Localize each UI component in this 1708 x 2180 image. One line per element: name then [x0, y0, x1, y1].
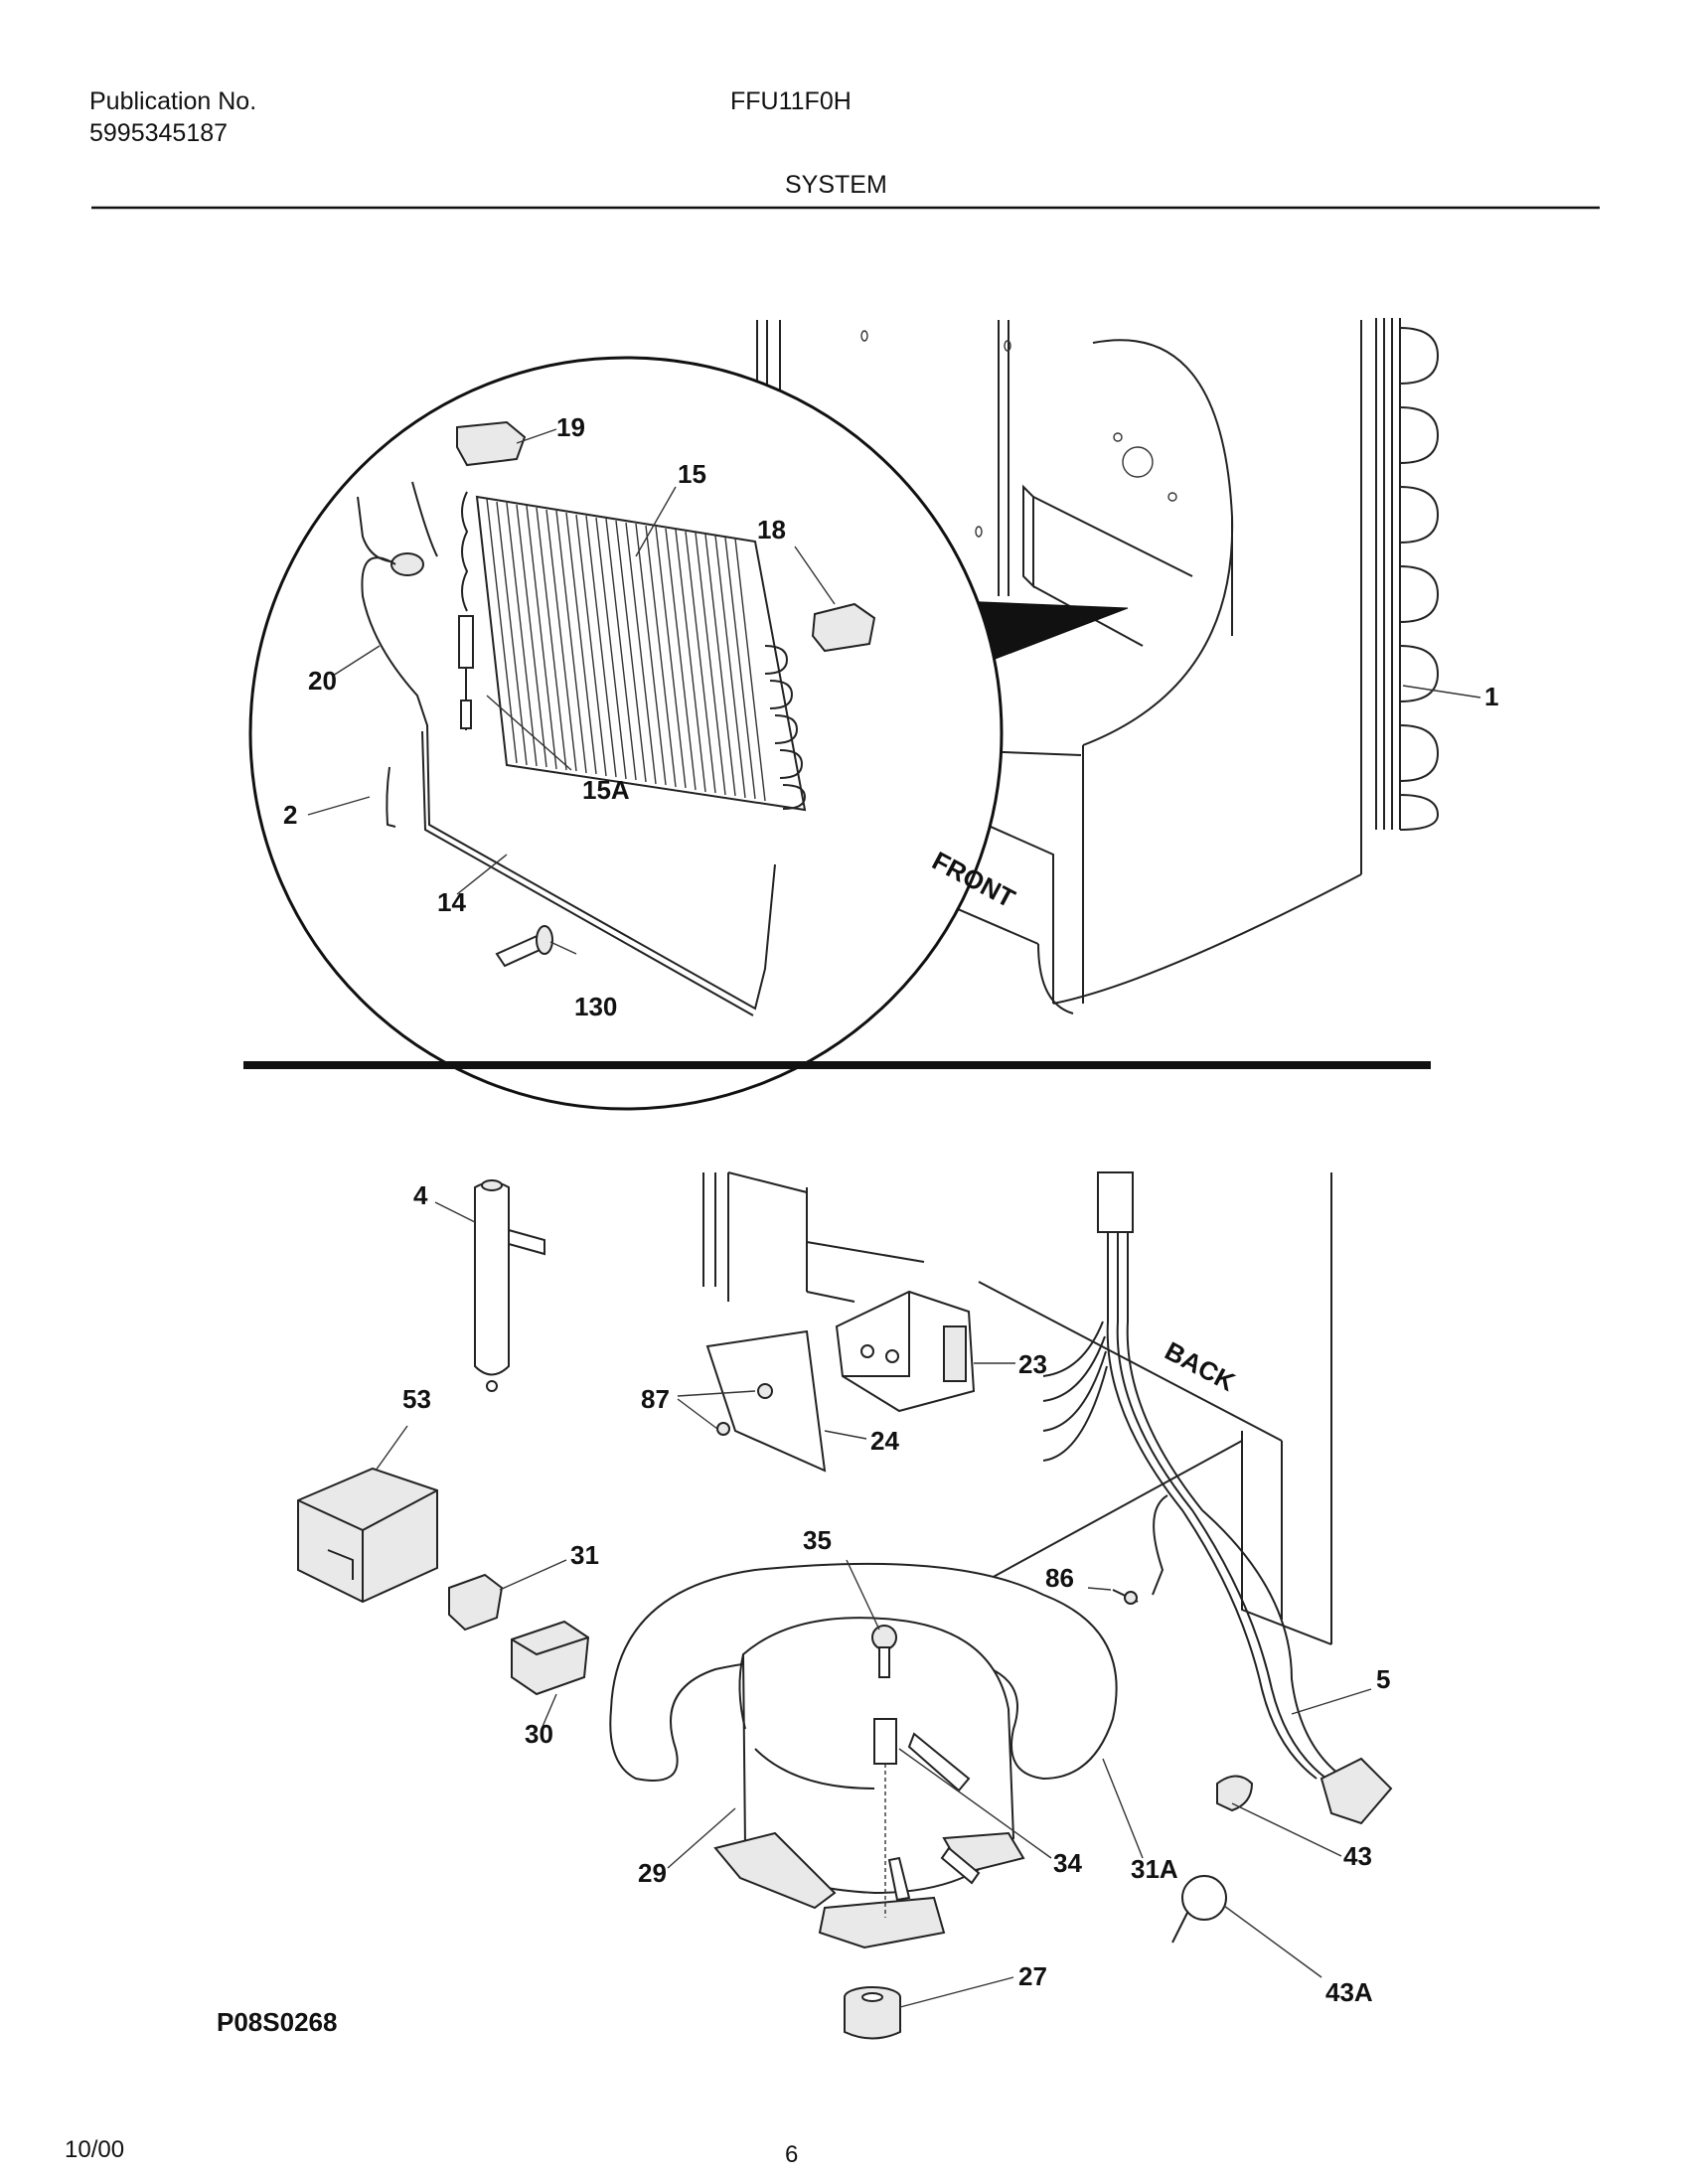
callout-86: 86: [1045, 1563, 1074, 1593]
leader-31: [499, 1559, 567, 1591]
callout-30: 30: [525, 1719, 553, 1749]
defrost-thermostat-15a: [458, 615, 474, 730]
leader-34: [898, 1748, 1052, 1859]
leader-87a: [677, 1390, 756, 1397]
callout-35: 35: [803, 1525, 832, 1555]
callout-31: 31: [570, 1540, 599, 1570]
part-5-power-cord: [1201, 1509, 1393, 1825]
section-divider: [243, 1061, 1431, 1069]
leader-35: [846, 1559, 880, 1631]
part-31a-tube: [609, 1562, 1118, 1782]
part-130: [495, 925, 553, 968]
callout-19: 19: [556, 412, 585, 442]
leader-24: [824, 1430, 867, 1440]
condenser-coil-1: [1375, 318, 1440, 831]
evaporator-15: [461, 491, 807, 812]
part-4-drier: [474, 1179, 545, 1392]
part-27-grommet: [844, 1986, 901, 2040]
callout-14: 14: [437, 887, 466, 917]
leader-86: [1087, 1587, 1112, 1591]
callout-43: 43: [1343, 1841, 1372, 1871]
callout-1: 1: [1484, 682, 1499, 711]
drawing-id: P08S0268: [217, 2007, 338, 2037]
part-29-compressor: [713, 1617, 1025, 1949]
callout-31a: 31A: [1131, 1854, 1178, 1884]
callout-15: 15: [678, 459, 706, 489]
leader-31a: [1102, 1758, 1144, 1859]
part-43a-clamp: [1171, 1875, 1227, 1944]
part-43-clip: [1216, 1775, 1254, 1812]
part-2: [386, 766, 396, 828]
leader-5: [1291, 1688, 1372, 1715]
wire-assembly-20: [357, 481, 776, 1016]
callout-2: 2: [283, 800, 298, 830]
callout-23: 23: [1018, 1349, 1047, 1379]
part-31-overload: [448, 1573, 504, 1632]
part-18: [811, 602, 876, 653]
leader-43a: [1223, 1905, 1322, 1978]
part-87-screws: [716, 1383, 773, 1436]
leader-27: [899, 1976, 1014, 2008]
leader-87b: [677, 1398, 718, 1430]
part-86-screw: [1112, 1494, 1168, 1605]
section-title: SYSTEM: [785, 171, 887, 199]
page-number: 6: [785, 2141, 799, 2168]
publication-number: 5995345187: [89, 119, 229, 147]
part-23-timer: [835, 1290, 976, 1413]
part-30-relay: [511, 1620, 590, 1696]
callout-5: 5: [1376, 1664, 1391, 1694]
leader-4: [434, 1201, 476, 1223]
callout-53: 53: [402, 1384, 431, 1414]
callout-24: 24: [870, 1426, 899, 1456]
callout-18: 18: [757, 515, 786, 545]
top-leaders: [307, 428, 836, 955]
callout-87: 87: [641, 1384, 670, 1414]
part-53-cover: [297, 1467, 438, 1604]
footer-date: 10/00: [65, 2136, 125, 2163]
model-number: FFU11F0H: [730, 87, 852, 115]
part-35-bolt: [871, 1625, 897, 1678]
leader-1: [1402, 685, 1481, 699]
leader-53: [375, 1425, 408, 1472]
callout-130: 130: [574, 992, 618, 1021]
callout-43a: 43A: [1325, 1977, 1373, 2007]
part-19: [456, 420, 527, 467]
callout-29: 29: [638, 1858, 667, 1888]
part-34-spacer: [873, 1718, 897, 1918]
callout-15a: 15A: [582, 775, 630, 805]
harness-connector: [1042, 1171, 1327, 1780]
publication-label: Publication No.: [89, 87, 257, 115]
callout-27: 27: [1018, 1961, 1047, 1991]
leader-30: [541, 1693, 557, 1730]
callout-20: 20: [308, 666, 337, 696]
leader-29: [667, 1807, 736, 1869]
callout-34: 34: [1053, 1848, 1082, 1878]
part-24-bracket: [705, 1329, 827, 1473]
leader-43: [1231, 1802, 1342, 1857]
callout-4: 4: [413, 1180, 428, 1210]
